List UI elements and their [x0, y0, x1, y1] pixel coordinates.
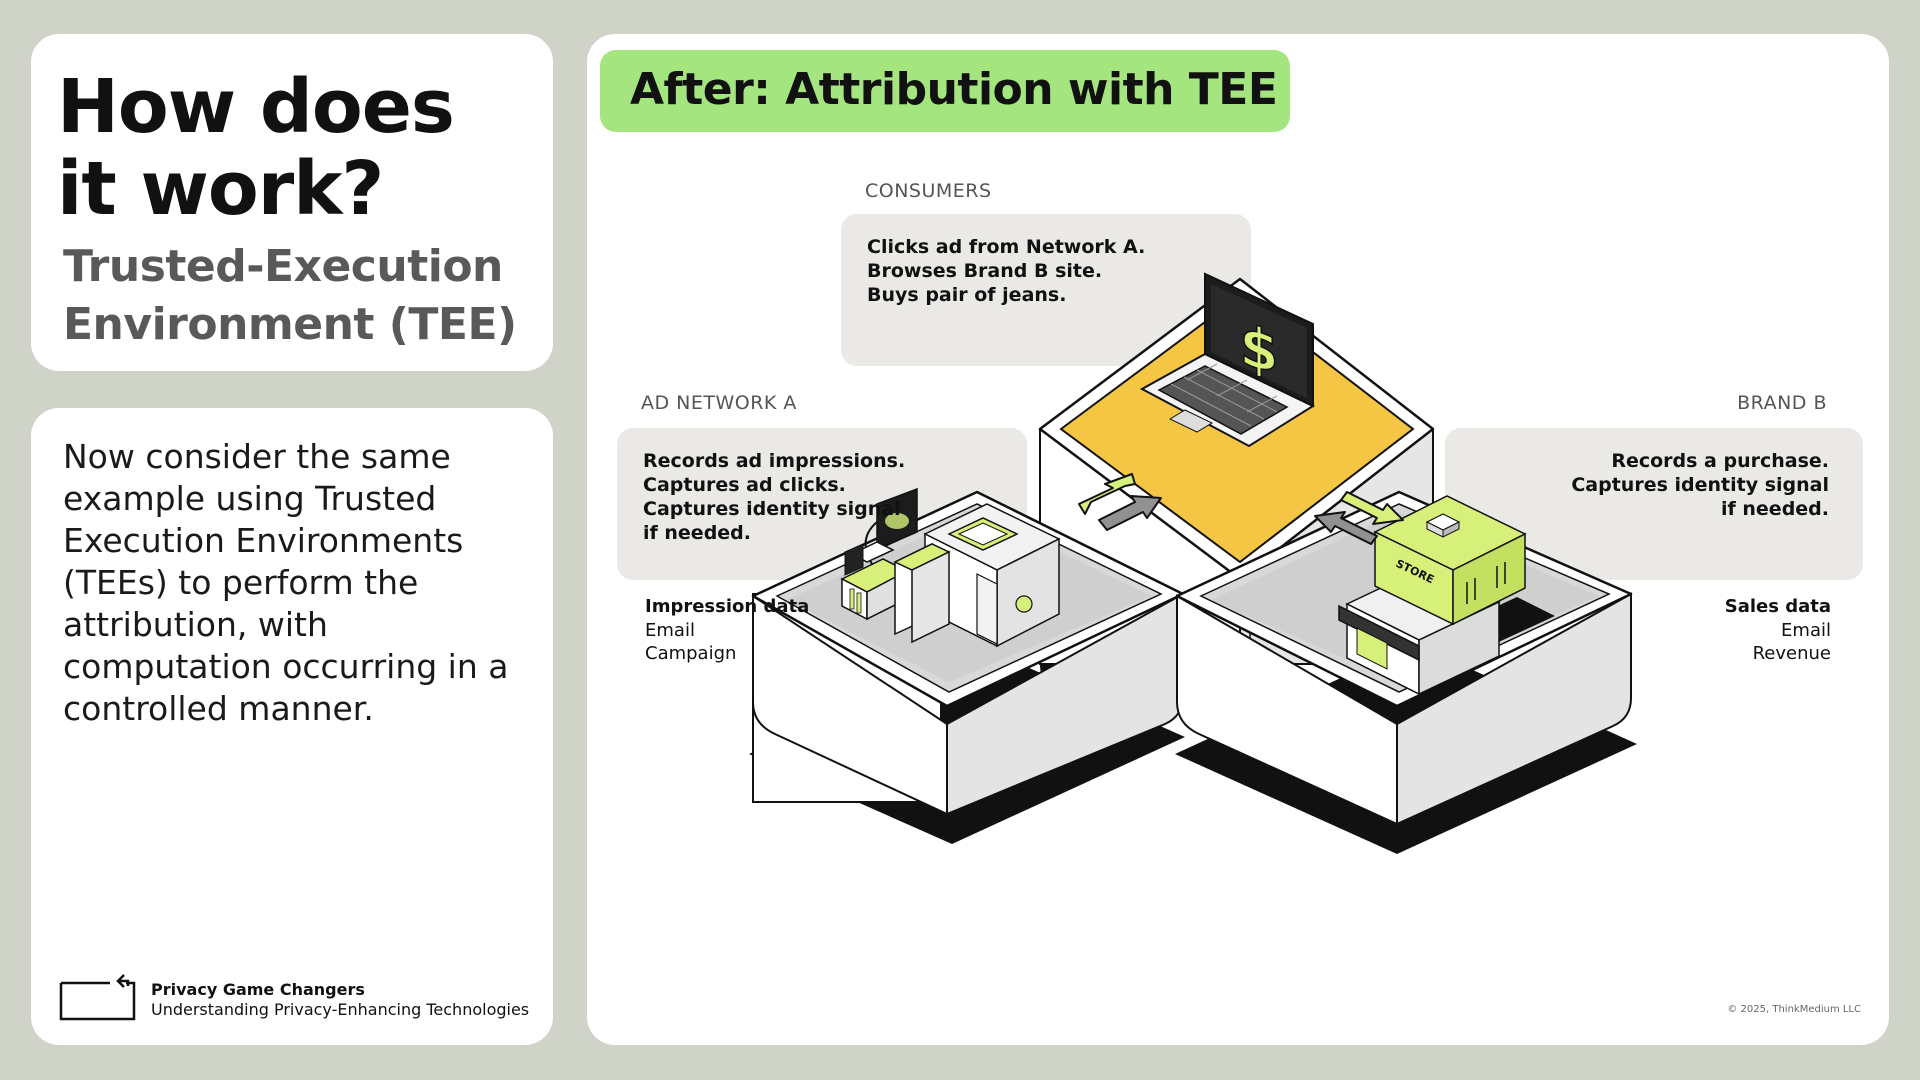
page-subtitle: Trusted-Execution Environment (TEE) [63, 238, 517, 354]
store-illustration [1338, 495, 1527, 696]
brand-tagline: Understanding Privacy-Enhancing Technolo… [151, 1000, 530, 1019]
diagram-card: After: Attribution with TEE [587, 34, 1889, 1045]
ad-network-line-2: Captures ad clicks. [643, 474, 846, 496]
description-card: Now consider the same example using Trus… [31, 408, 553, 1045]
ad-network-data-title: Impression data [645, 596, 810, 617]
tee-illustration: $ [749, 272, 1637, 854]
brand-line-1: Records a purchase. [1611, 450, 1829, 472]
brand-logo-icon [59, 974, 136, 1021]
page-title: How does it work? [57, 64, 455, 232]
arrow-right-pair-icon [1314, 491, 1404, 545]
brand-label: BRAND B [1737, 392, 1827, 414]
section-title-pill: After: Attribution with TEE [600, 50, 1290, 132]
section-title: After: Attribution with TEE [630, 64, 1278, 115]
ad-network-line-3: Captures identity signal [643, 498, 901, 520]
ad-equipment-illustration [840, 487, 1061, 648]
ad-network-label: AD NETWORK A [641, 392, 797, 414]
title-line-2: it work? [57, 146, 384, 232]
consumers-line-1: Clicks ad from Network A. [867, 236, 1146, 258]
subtitle-line-1: Trusted-Execution [63, 241, 503, 292]
ad-network-data-item: Campaign [645, 643, 737, 664]
consumers-line-2: Browses Brand B site. [867, 260, 1103, 282]
brand-data-item: Revenue [1752, 643, 1831, 664]
ad-network-data-item: Email [645, 620, 695, 641]
dollar-sign-icon: $ [1240, 312, 1279, 387]
subtitle-line-2: Environment (TEE) [63, 299, 517, 350]
laptop-illustration [1139, 272, 1316, 448]
copyright-notice: © 2025, ThinkMedium LLC [1727, 1004, 1861, 1015]
consumers-label: CONSUMERS [865, 180, 992, 202]
ad-network-line-4: if needed. [643, 522, 751, 544]
title-card: How does it work? Trusted-Execution Envi… [31, 34, 553, 371]
consumers-line-3: Buys pair of jeans. [867, 284, 1067, 306]
brand-line-3: if needed. [1721, 498, 1829, 520]
arrow-left-pair-icon [1078, 473, 1162, 531]
brand-name: Privacy Game Changers [151, 980, 365, 999]
brand-data-title: Sales data [1724, 596, 1831, 617]
ad-network-line-1: Records ad impressions. [643, 450, 906, 472]
description-text: Now consider the same example using Trus… [63, 437, 509, 728]
brand-line-2: Captures identity signal [1571, 474, 1829, 496]
brand-data-item: Email [1781, 620, 1831, 641]
title-line-1: How does [57, 64, 455, 150]
